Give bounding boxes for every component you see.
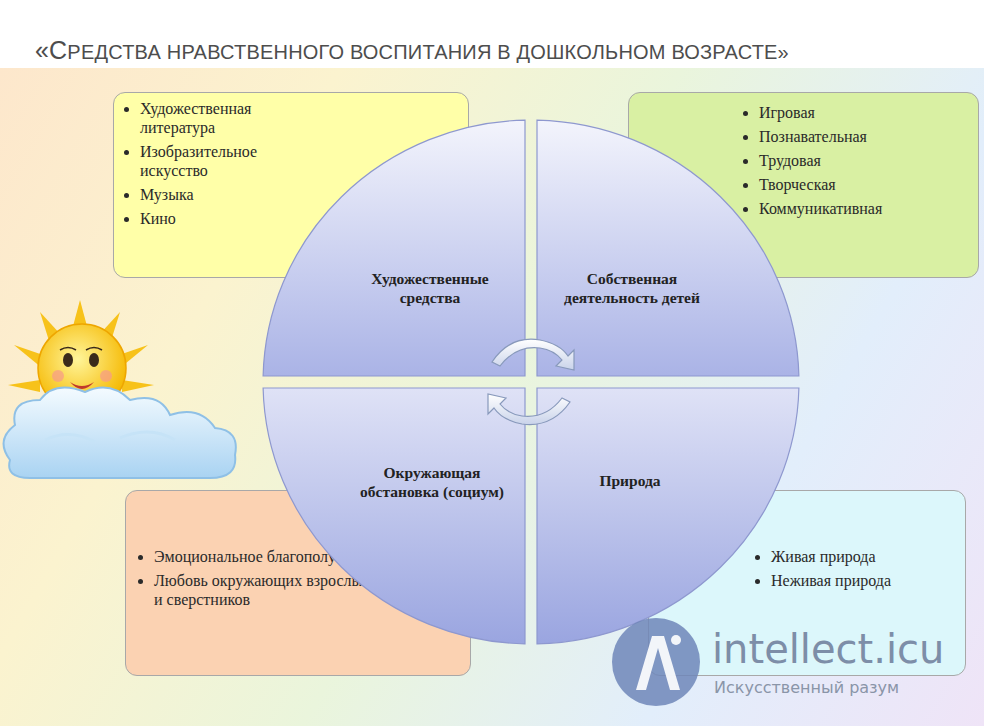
- bullet-item: Трудовая: [759, 151, 959, 170]
- circle-quadrant: Художественные средства: [261, 118, 527, 378]
- watermark-text: Искусственный разум: [714, 678, 899, 697]
- bullet-item: Художественная литература: [140, 99, 310, 137]
- quadrant-label: Природа: [550, 471, 710, 490]
- quadrant-shape: [261, 118, 527, 378]
- bullet-item: Творческая: [759, 175, 959, 194]
- bullet-list: Художественная литератураИзобразительное…: [122, 99, 310, 233]
- quadrant-shape: [535, 118, 801, 378]
- bullet-item: Изобразительное искусство: [140, 142, 310, 180]
- bullet-list: ИгроваяПознавательнаяТрудоваяТворческаяК…: [741, 103, 959, 223]
- bullet-item: Музыка: [140, 185, 310, 204]
- bullet-item: Игровая: [759, 103, 959, 122]
- bullet-list: Живая природаНеживая природа: [753, 547, 971, 595]
- bullet-item: Коммуникативная: [759, 199, 959, 218]
- bullet-item: Любовь окружающих взрослых и сверстников: [154, 571, 374, 609]
- bullet-item: Кино: [140, 209, 310, 228]
- quadrant-label: Окружающая обстановка (социум): [352, 463, 512, 501]
- circle-quadrant: Природа: [535, 386, 801, 646]
- quadrant-shape: [261, 386, 527, 646]
- quadrant-label: Собственная деятельность детей: [552, 269, 712, 307]
- quadrant-label: Художественные средства: [350, 269, 510, 307]
- circle-quadrant: Собственная деятельность детей: [535, 118, 801, 378]
- circle-quadrant: Окружающая обстановка (социум): [261, 386, 527, 646]
- watermark-text: intellect.icu: [712, 626, 944, 672]
- bullet-item: Познавательная: [759, 127, 959, 146]
- diagram-title: «СРЕДСТВА НРАВСТВЕННОГО ВОСПИТАНИЯ В ДОШ…: [35, 36, 789, 65]
- quadrant-shape: [535, 386, 801, 646]
- bullet-item: Живая природа: [771, 547, 971, 566]
- bullet-item: Неживая природа: [771, 571, 971, 590]
- sun-rays: [8, 300, 154, 392]
